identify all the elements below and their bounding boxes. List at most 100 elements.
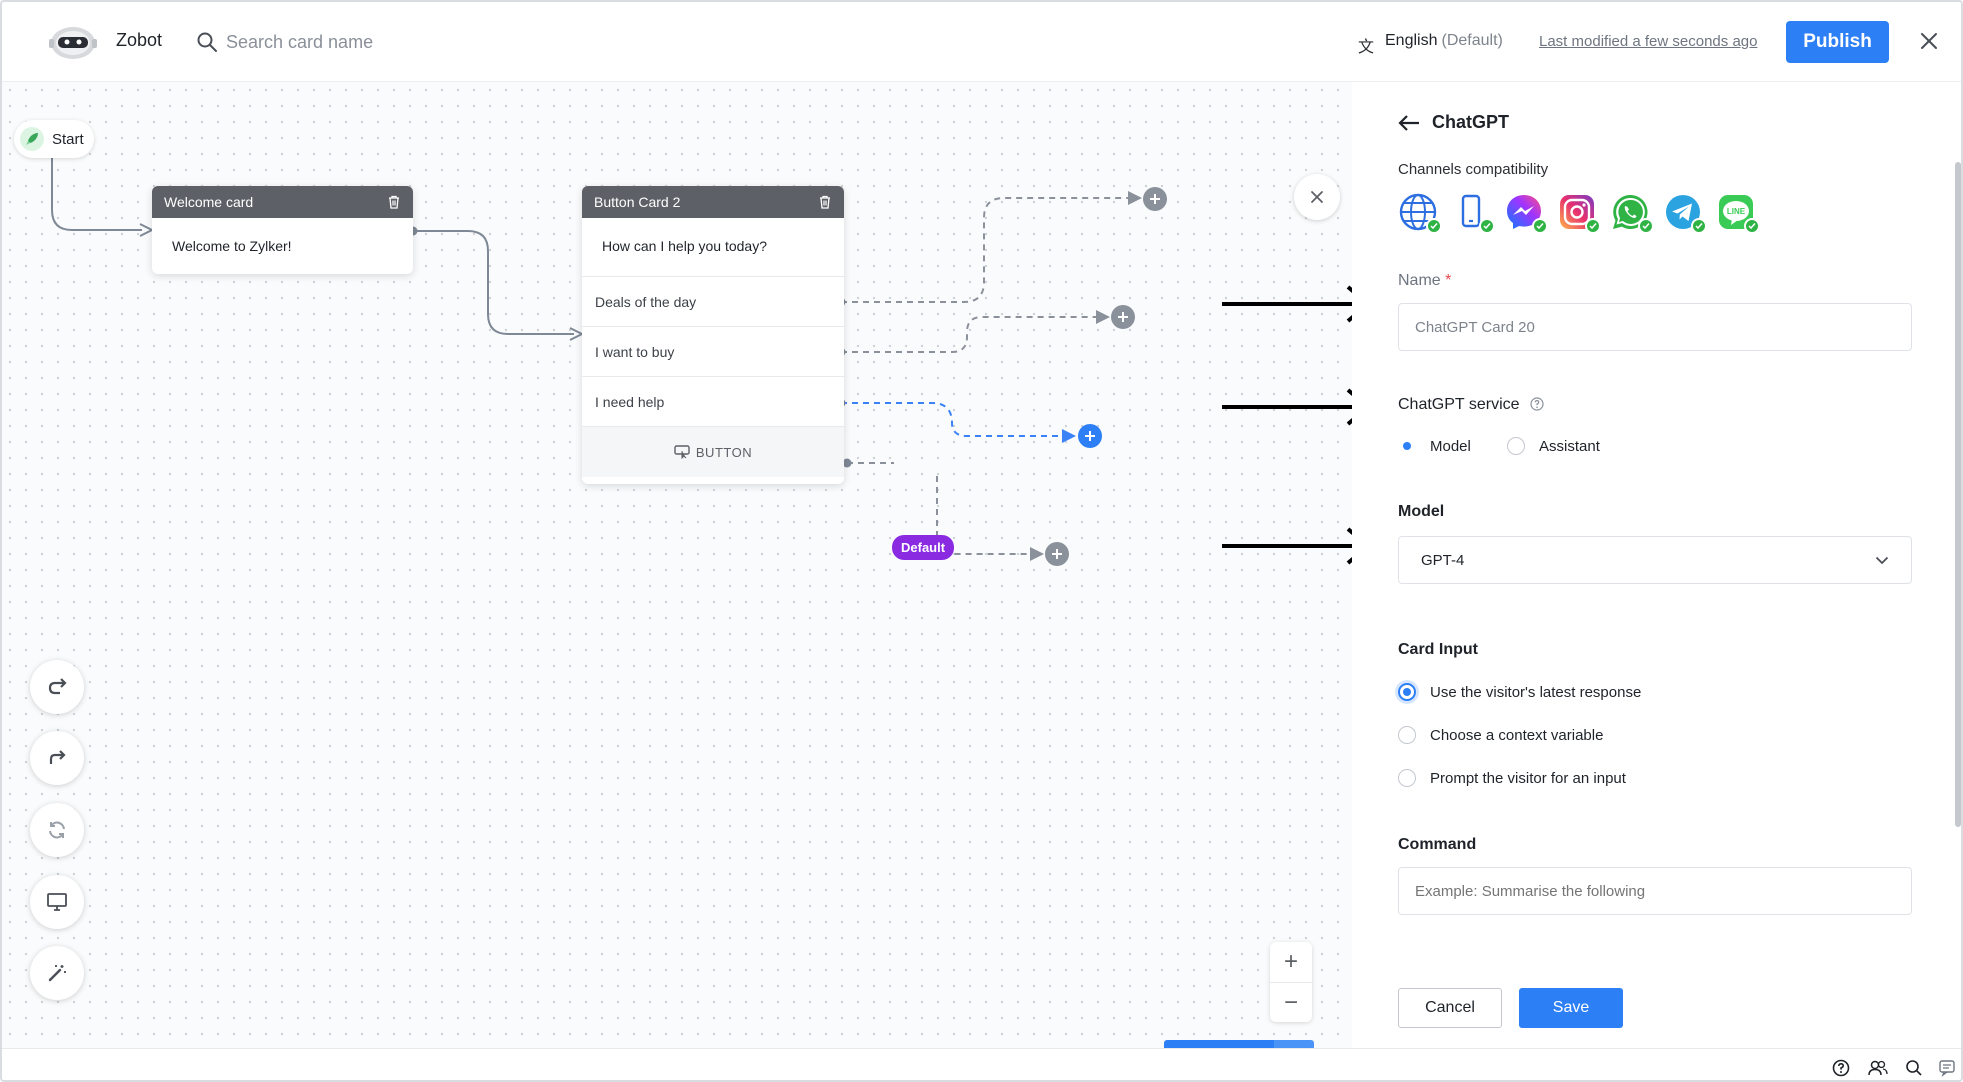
card-input-option[interactable]: Choose a context variable xyxy=(1398,726,1603,744)
chat-icon[interactable] xyxy=(1938,1059,1956,1077)
translate-icon[interactable]: 文 xyxy=(1358,39,1375,56)
zoom-controls: + − xyxy=(1270,942,1312,1022)
check-icon xyxy=(1744,218,1760,234)
search-icon xyxy=(197,32,217,52)
search-icon[interactable] xyxy=(1905,1059,1923,1077)
redo-button[interactable] xyxy=(30,731,84,785)
add-node-icon[interactable] xyxy=(1045,542,1069,566)
magic-wand-button[interactable] xyxy=(30,946,84,1000)
model-select[interactable]: GPT-4 xyxy=(1398,536,1912,584)
radio-selected[interactable] xyxy=(1398,437,1416,455)
rocket-icon xyxy=(20,127,44,151)
magic-wand-icon xyxy=(48,965,66,982)
zoom-out-button[interactable]: − xyxy=(1270,982,1312,1022)
svg-text:LINE: LINE xyxy=(1727,207,1746,216)
service-option-label: Model xyxy=(1430,437,1471,455)
check-icon xyxy=(1638,218,1654,234)
chatgpt-service-label: ChatGPT service xyxy=(1398,396,1544,414)
card-title: Button Card 2 xyxy=(594,194,681,210)
start-label: Start xyxy=(52,130,84,148)
close-icon xyxy=(1311,191,1323,203)
radio-unselected[interactable] xyxy=(1398,726,1416,744)
add-node-icon[interactable] xyxy=(1143,187,1167,211)
language-default-tag: (Default) xyxy=(1441,32,1503,49)
button-option[interactable]: I want to buy xyxy=(582,327,844,377)
button-option[interactable]: Deals of the day xyxy=(582,277,844,327)
trash-icon[interactable] xyxy=(818,195,832,209)
card-question: How can I help you today? xyxy=(582,218,844,277)
messenger-icon xyxy=(1504,192,1548,234)
service-option-assistant[interactable]: Assistant xyxy=(1507,437,1600,455)
cancel-button[interactable]: Cancel xyxy=(1398,988,1502,1028)
help-circle-icon[interactable] xyxy=(1832,1059,1850,1077)
add-node-icon[interactable] xyxy=(1078,424,1102,448)
publish-button[interactable]: Publish xyxy=(1786,21,1889,63)
trash-icon[interactable] xyxy=(387,195,401,209)
welcome-card[interactable]: Welcome card Welcome to Zylker! xyxy=(152,186,413,274)
add-node-icon[interactable] xyxy=(1111,305,1135,329)
radio-selected[interactable] xyxy=(1398,683,1416,701)
start-node[interactable]: Start xyxy=(14,120,94,158)
panel-scrollbar[interactable] xyxy=(1955,162,1961,827)
service-option-label: Assistant xyxy=(1539,437,1600,455)
language-selector[interactable]: English(Default) xyxy=(1385,32,1503,50)
arrow-icon xyxy=(1222,388,1372,426)
close-icon[interactable] xyxy=(1918,30,1940,52)
radio-unselected[interactable] xyxy=(1507,437,1525,455)
card-input-option-label: Use the visitor's latest response xyxy=(1430,683,1642,701)
default-badge[interactable]: Default xyxy=(892,535,955,560)
card-message: Welcome to Zylker! xyxy=(172,238,292,254)
radio-unselected[interactable] xyxy=(1398,769,1416,787)
check-icon xyxy=(1691,218,1707,234)
card-input-option-label: Choose a context variable xyxy=(1430,726,1604,744)
undo-icon xyxy=(48,678,67,695)
zobot-logo-icon xyxy=(49,27,97,59)
help-icon[interactable] xyxy=(1530,397,1544,411)
undo-button[interactable] xyxy=(30,660,84,714)
card-input-option[interactable]: Use the visitor's latest response xyxy=(1398,683,1641,701)
model-selected-value: GPT-4 xyxy=(1421,551,1465,569)
arrow-icon xyxy=(1222,285,1372,323)
required-marker: * xyxy=(1445,272,1452,289)
close-canvas-button[interactable] xyxy=(1294,174,1340,220)
chatgpt-service-label-text: ChatGPT service xyxy=(1398,396,1520,413)
line-icon: LINE xyxy=(1716,192,1760,234)
chatgpt-settings-panel: ChatGPT Channels compatibility xyxy=(1352,82,1961,1048)
panel-header: ChatGPT xyxy=(1398,112,1509,133)
name-field[interactable] xyxy=(1398,303,1912,351)
refresh-button[interactable] xyxy=(30,803,84,857)
users-icon[interactable] xyxy=(1868,1059,1888,1077)
last-modified-link[interactable]: Last modified a few seconds ago xyxy=(1539,33,1758,50)
flow-canvas[interactable]: Start Welcome card Welcome to Zylker! Bu… xyxy=(2,82,1372,1080)
back-arrow-icon[interactable] xyxy=(1398,114,1420,132)
add-button-footer[interactable]: BUTTON xyxy=(582,427,844,477)
zoom-in-button[interactable]: + xyxy=(1283,948,1298,975)
telegram-icon xyxy=(1663,192,1707,234)
brand-name: Zobot xyxy=(116,30,163,50)
mobile-icon xyxy=(1451,192,1495,234)
card-header: Button Card 2 xyxy=(582,186,844,218)
whatsapp-icon xyxy=(1610,192,1654,234)
button-option[interactable]: I need help xyxy=(582,377,844,427)
save-button[interactable]: Save xyxy=(1519,988,1623,1028)
card-input-option[interactable]: Prompt the visitor for an input xyxy=(1398,769,1626,787)
button-card[interactable]: Button Card 2 How can I help you today? … xyxy=(582,186,844,484)
card-input-option-label: Prompt the visitor for an input xyxy=(1430,769,1626,787)
button-icon xyxy=(674,445,690,459)
card-title: Welcome card xyxy=(164,194,254,210)
service-option-model[interactable]: Model xyxy=(1398,437,1471,455)
search-input[interactable] xyxy=(226,26,606,58)
panel-title: ChatGPT xyxy=(1432,112,1510,132)
channels-list: LINE xyxy=(1398,192,1760,234)
name-label-text: Name xyxy=(1398,272,1441,289)
command-input[interactable] xyxy=(1398,867,1912,915)
command-label: Command xyxy=(1398,836,1477,853)
check-icon xyxy=(1479,218,1495,234)
name-label: Name * xyxy=(1398,272,1451,290)
card-input-label: Card Input xyxy=(1398,641,1478,658)
chevron-down-icon xyxy=(1875,556,1889,564)
button-footer-label: BUTTON xyxy=(695,444,753,460)
preview-button[interactable] xyxy=(30,875,84,929)
check-icon xyxy=(1426,218,1442,234)
